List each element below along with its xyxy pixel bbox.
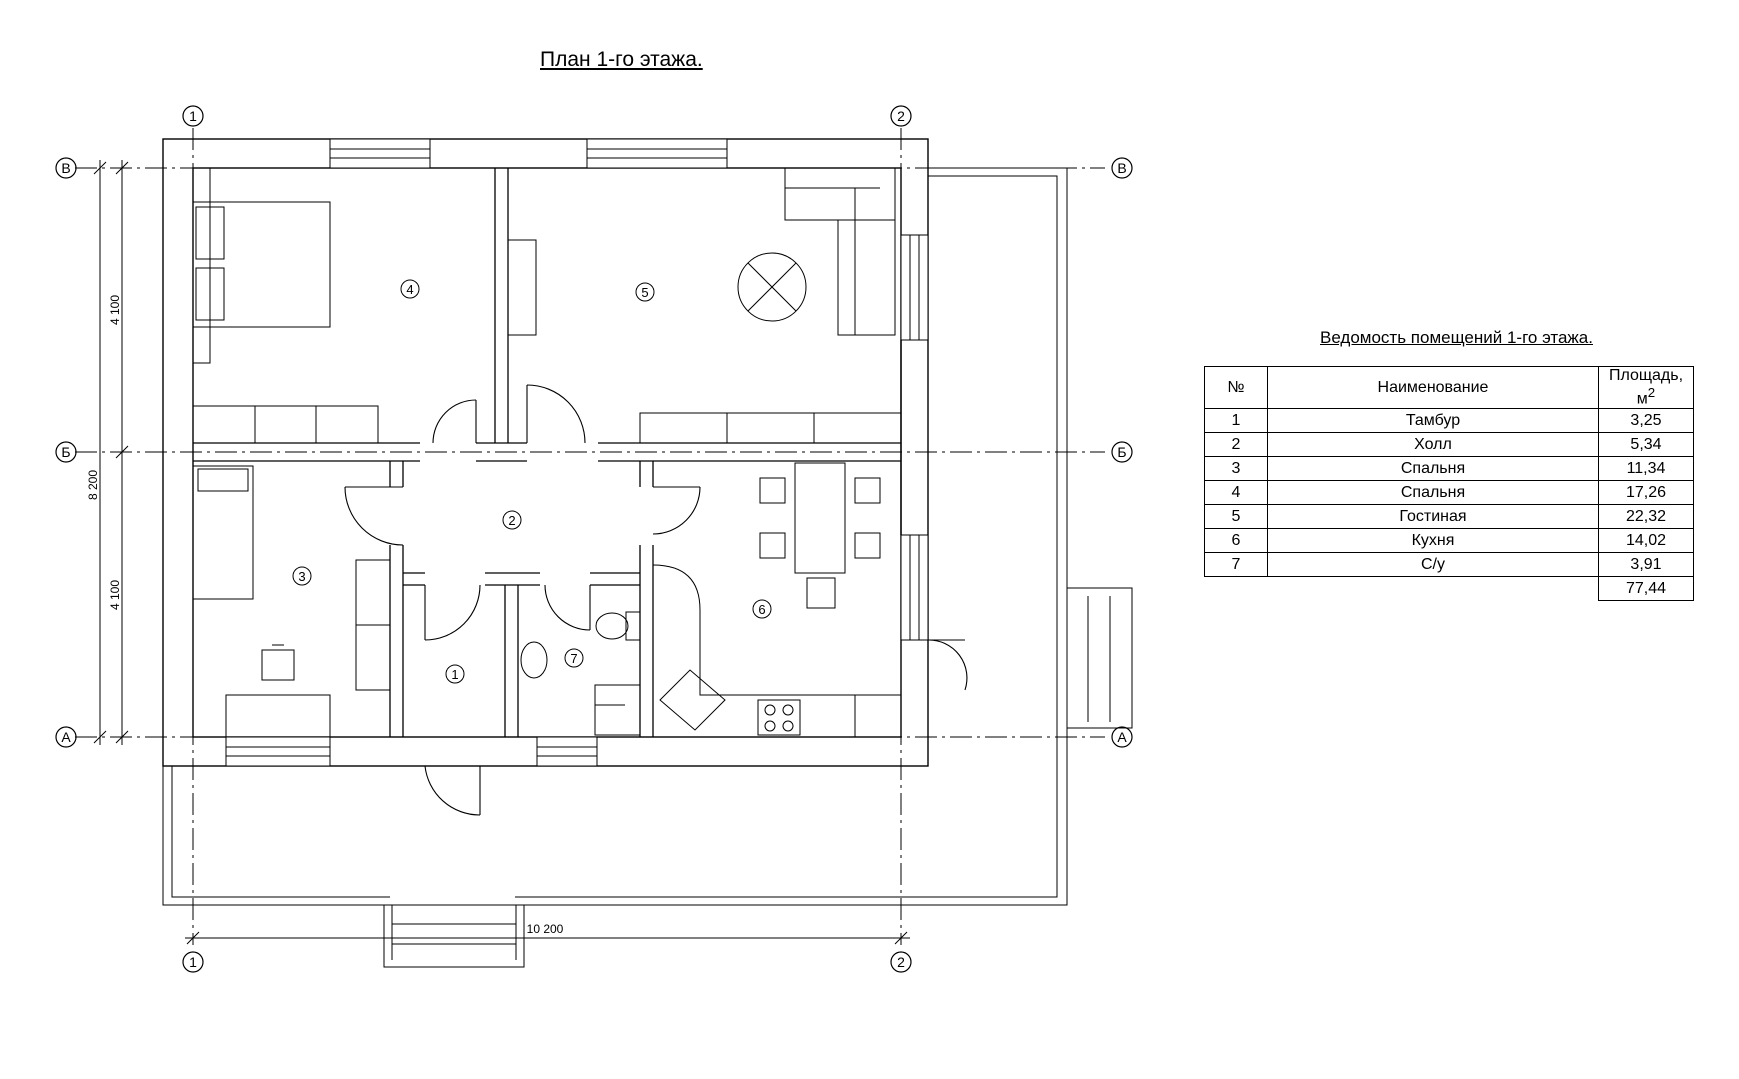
room-number-2: 2 bbox=[508, 513, 515, 528]
axis-label: 2 bbox=[897, 108, 905, 124]
axis-label: 1 bbox=[189, 108, 197, 124]
cell-name: Спальня bbox=[1267, 456, 1599, 482]
cell-area: 5,34 bbox=[1598, 432, 1694, 458]
cell-area: 3,25 bbox=[1598, 408, 1694, 434]
axis-label: В bbox=[61, 160, 70, 176]
dim-lower: 4 100 bbox=[108, 580, 122, 610]
cell-total-area: 77,44 bbox=[1598, 576, 1694, 602]
cell-name: Тамбур bbox=[1267, 408, 1599, 434]
kitchen-furniture bbox=[652, 462, 901, 737]
room-number-3: 3 bbox=[298, 569, 305, 584]
header-area: Площадь, м2 bbox=[1598, 365, 1694, 410]
axis-marker-1-top bbox=[182, 105, 204, 127]
schedule-title: Ведомость помещений 1-го этажа. bbox=[1320, 328, 1593, 347]
axis-label: В bbox=[1117, 160, 1126, 176]
room-number-4: 4 bbox=[406, 282, 413, 297]
room-number-labels: 2 1 3 4 5 6 7 bbox=[298, 282, 765, 682]
room-number-1: 1 bbox=[451, 667, 458, 682]
dimension-labels: 8 200 4 100 4 100 10 200 bbox=[86, 295, 564, 936]
axis-label: 1 bbox=[189, 954, 197, 970]
axis-markers bbox=[55, 105, 1133, 973]
axis-marker-b-right bbox=[1111, 441, 1133, 463]
cell-name: С/у bbox=[1267, 552, 1599, 578]
axis-labels: В Б А В Б А 1 2 1 2 bbox=[61, 108, 1127, 970]
cell-num: 2 bbox=[1204, 432, 1268, 458]
windows bbox=[225, 138, 929, 767]
axis-marker-1-bottom bbox=[182, 951, 204, 973]
cell-name: Холл bbox=[1267, 432, 1599, 458]
dimension-lines bbox=[93, 160, 910, 945]
bedroom-3-furniture bbox=[192, 465, 391, 738]
axis-label: Б bbox=[61, 444, 70, 460]
axis-marker-v-right bbox=[1111, 157, 1133, 179]
dim-upper: 4 100 bbox=[108, 295, 122, 325]
axis-marker-a-right bbox=[1111, 726, 1133, 748]
axis-marker-v-left bbox=[55, 157, 77, 179]
room-number-6: 6 bbox=[758, 602, 765, 617]
axis-marker-2-bottom bbox=[890, 951, 912, 973]
terrace bbox=[162, 167, 1133, 968]
cell-name: Спальня bbox=[1267, 480, 1599, 506]
cell-num: 6 bbox=[1204, 528, 1268, 554]
table-header-row: № Наименование Площадь, м2 bbox=[1204, 365, 1694, 410]
cell-area: 14,02 bbox=[1598, 528, 1694, 554]
plan-title: План 1-го этажа. bbox=[540, 48, 703, 71]
cell-num: 1 bbox=[1204, 408, 1268, 434]
axis-marker-a-left bbox=[55, 726, 77, 748]
axis-marker-b-left bbox=[55, 441, 77, 463]
room-number-5: 5 bbox=[641, 285, 648, 300]
living-room-furniture bbox=[639, 167, 902, 444]
bedroom-4-furniture bbox=[192, 167, 537, 444]
area-superscript: 2 bbox=[1647, 385, 1656, 400]
axis-label: А bbox=[1117, 729, 1127, 745]
cell-num: 3 bbox=[1204, 456, 1268, 482]
axis-label: А bbox=[61, 729, 71, 745]
room-number-markers bbox=[292, 279, 772, 684]
doors bbox=[344, 384, 968, 816]
axis-lines bbox=[75, 128, 1105, 945]
axis-label: 2 bbox=[897, 954, 905, 970]
cell-area: 17,26 bbox=[1598, 480, 1694, 506]
cell-num: 7 bbox=[1204, 552, 1268, 578]
cell-num: 4 bbox=[1204, 480, 1268, 506]
header-name: Наименование bbox=[1267, 365, 1599, 410]
table-total-row: 77,44 bbox=[1205, 576, 1694, 602]
bathroom-fixtures bbox=[520, 611, 641, 736]
cell-name: Кухня bbox=[1267, 528, 1599, 554]
dim-total-width: 10 200 bbox=[527, 922, 564, 936]
cell-name: Гостиная bbox=[1267, 504, 1599, 530]
cell-area: 22,32 bbox=[1598, 504, 1694, 530]
header-num: № bbox=[1204, 365, 1268, 410]
dim-total-height: 8 200 bbox=[86, 470, 100, 500]
cell-area: 3,91 bbox=[1598, 552, 1694, 578]
cell-area: 11,34 bbox=[1598, 456, 1694, 482]
axis-label: Б bbox=[1117, 444, 1126, 460]
axis-marker-2-top bbox=[890, 105, 912, 127]
cell-num: 5 bbox=[1204, 504, 1268, 530]
room-number-7: 7 bbox=[570, 651, 577, 666]
